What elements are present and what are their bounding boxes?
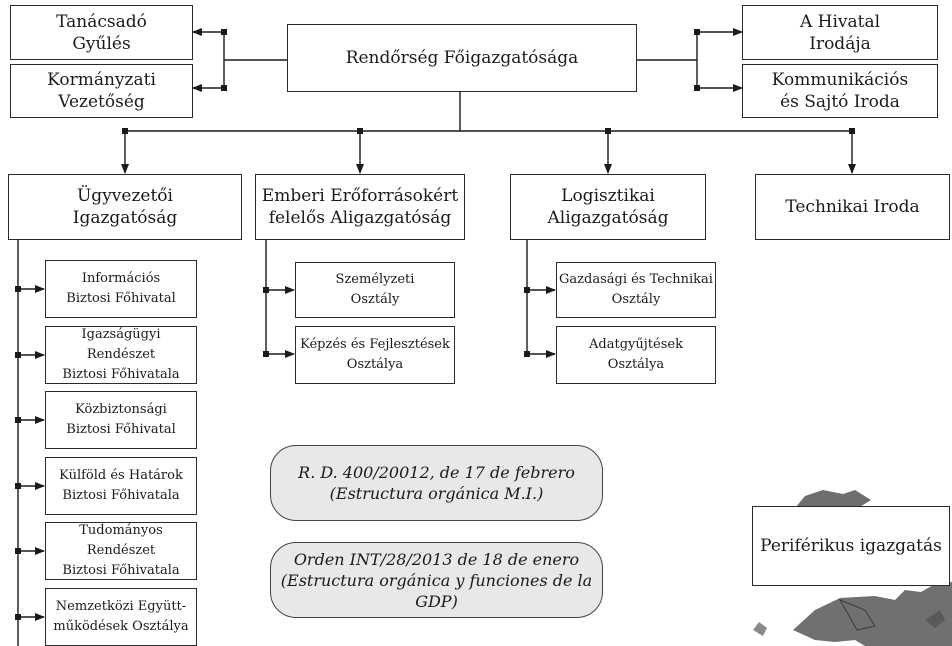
box-rendorseg-foigazgatosaga: Rendőrség Főigazgatósága bbox=[287, 24, 637, 92]
box-kommunikacios-sajto-iroda: Kommunikációs és Sajtó Iroda bbox=[742, 64, 938, 118]
box-szemelyzeti-osztaly: Személyzeti Osztály bbox=[295, 262, 455, 318]
box-tudomanyos-rendeszet: Tudományos Rendészet Biztosi Főhivatala bbox=[45, 522, 197, 580]
legal-pill-rd: R. D. 400/20012, de 17 de febrero (Estru… bbox=[270, 445, 603, 521]
box-technikai-iroda: Technikai Iroda bbox=[755, 174, 950, 240]
legal-rd-line1: R. D. 400/20012, de 17 de febrero bbox=[298, 463, 575, 482]
legal-rd-line2: (Estructura orgánica M.I.) bbox=[329, 484, 544, 503]
box-nemzetkozi-egyuttmukodesek: Nemzetközi Együtt- működések Osztálya bbox=[45, 588, 197, 646]
box-kulfold-es-hatarok: Külföld és Határok Biztosi Főhivatala bbox=[45, 457, 197, 515]
box-kormanyzati-vezetoseg: Kormányzati Vezetőség bbox=[10, 64, 193, 118]
box-tanacsado-gyules: Tanácsadó Gyűlés bbox=[10, 5, 193, 60]
box-hivatal-irodaja: A Hivatal Irodája bbox=[742, 5, 938, 60]
box-adatgyujtesek-osztalya: Adatgyűjtések Osztálya bbox=[556, 326, 716, 384]
box-periferikus-igazgatas: Periférikus igazgatás bbox=[752, 506, 950, 586]
box-gazdasagi-es-technikai: Gazdasági és Technikai Osztály bbox=[556, 262, 716, 318]
legal-orden-line2: (Estructura orgánica y funciones de la G… bbox=[280, 570, 593, 611]
legal-pill-orden: Orden INT/28/2013 de 18 de enero (Estruc… bbox=[270, 542, 603, 618]
legal-orden-line1: Orden INT/28/2013 de 18 de enero bbox=[293, 549, 580, 569]
box-kozbiztonsagi-biztosi-fohivatal: Közbiztonsági Biztosi Főhivatal bbox=[45, 391, 197, 449]
box-emberi-eroforrasokert: Emberi Erőforrásokért felelős Aligazgató… bbox=[255, 174, 465, 240]
box-ugyvezetoi-igazgatosag: Ügyvezetői Igazgatóság bbox=[8, 174, 242, 240]
box-logisztikai-aligazgatosag: Logisztikai Aligazgatóság bbox=[510, 174, 706, 240]
box-kepzes-es-fejlesztesek: Képzés és Fejlesztések Osztálya bbox=[295, 326, 455, 384]
box-informacios-biztosi-fohivatal: Információs Biztosi Főhivatal bbox=[45, 260, 197, 318]
box-igazsagugyi-rendeszet: Igazságügyi Rendészet Biztosi Főhivatala bbox=[45, 326, 197, 384]
